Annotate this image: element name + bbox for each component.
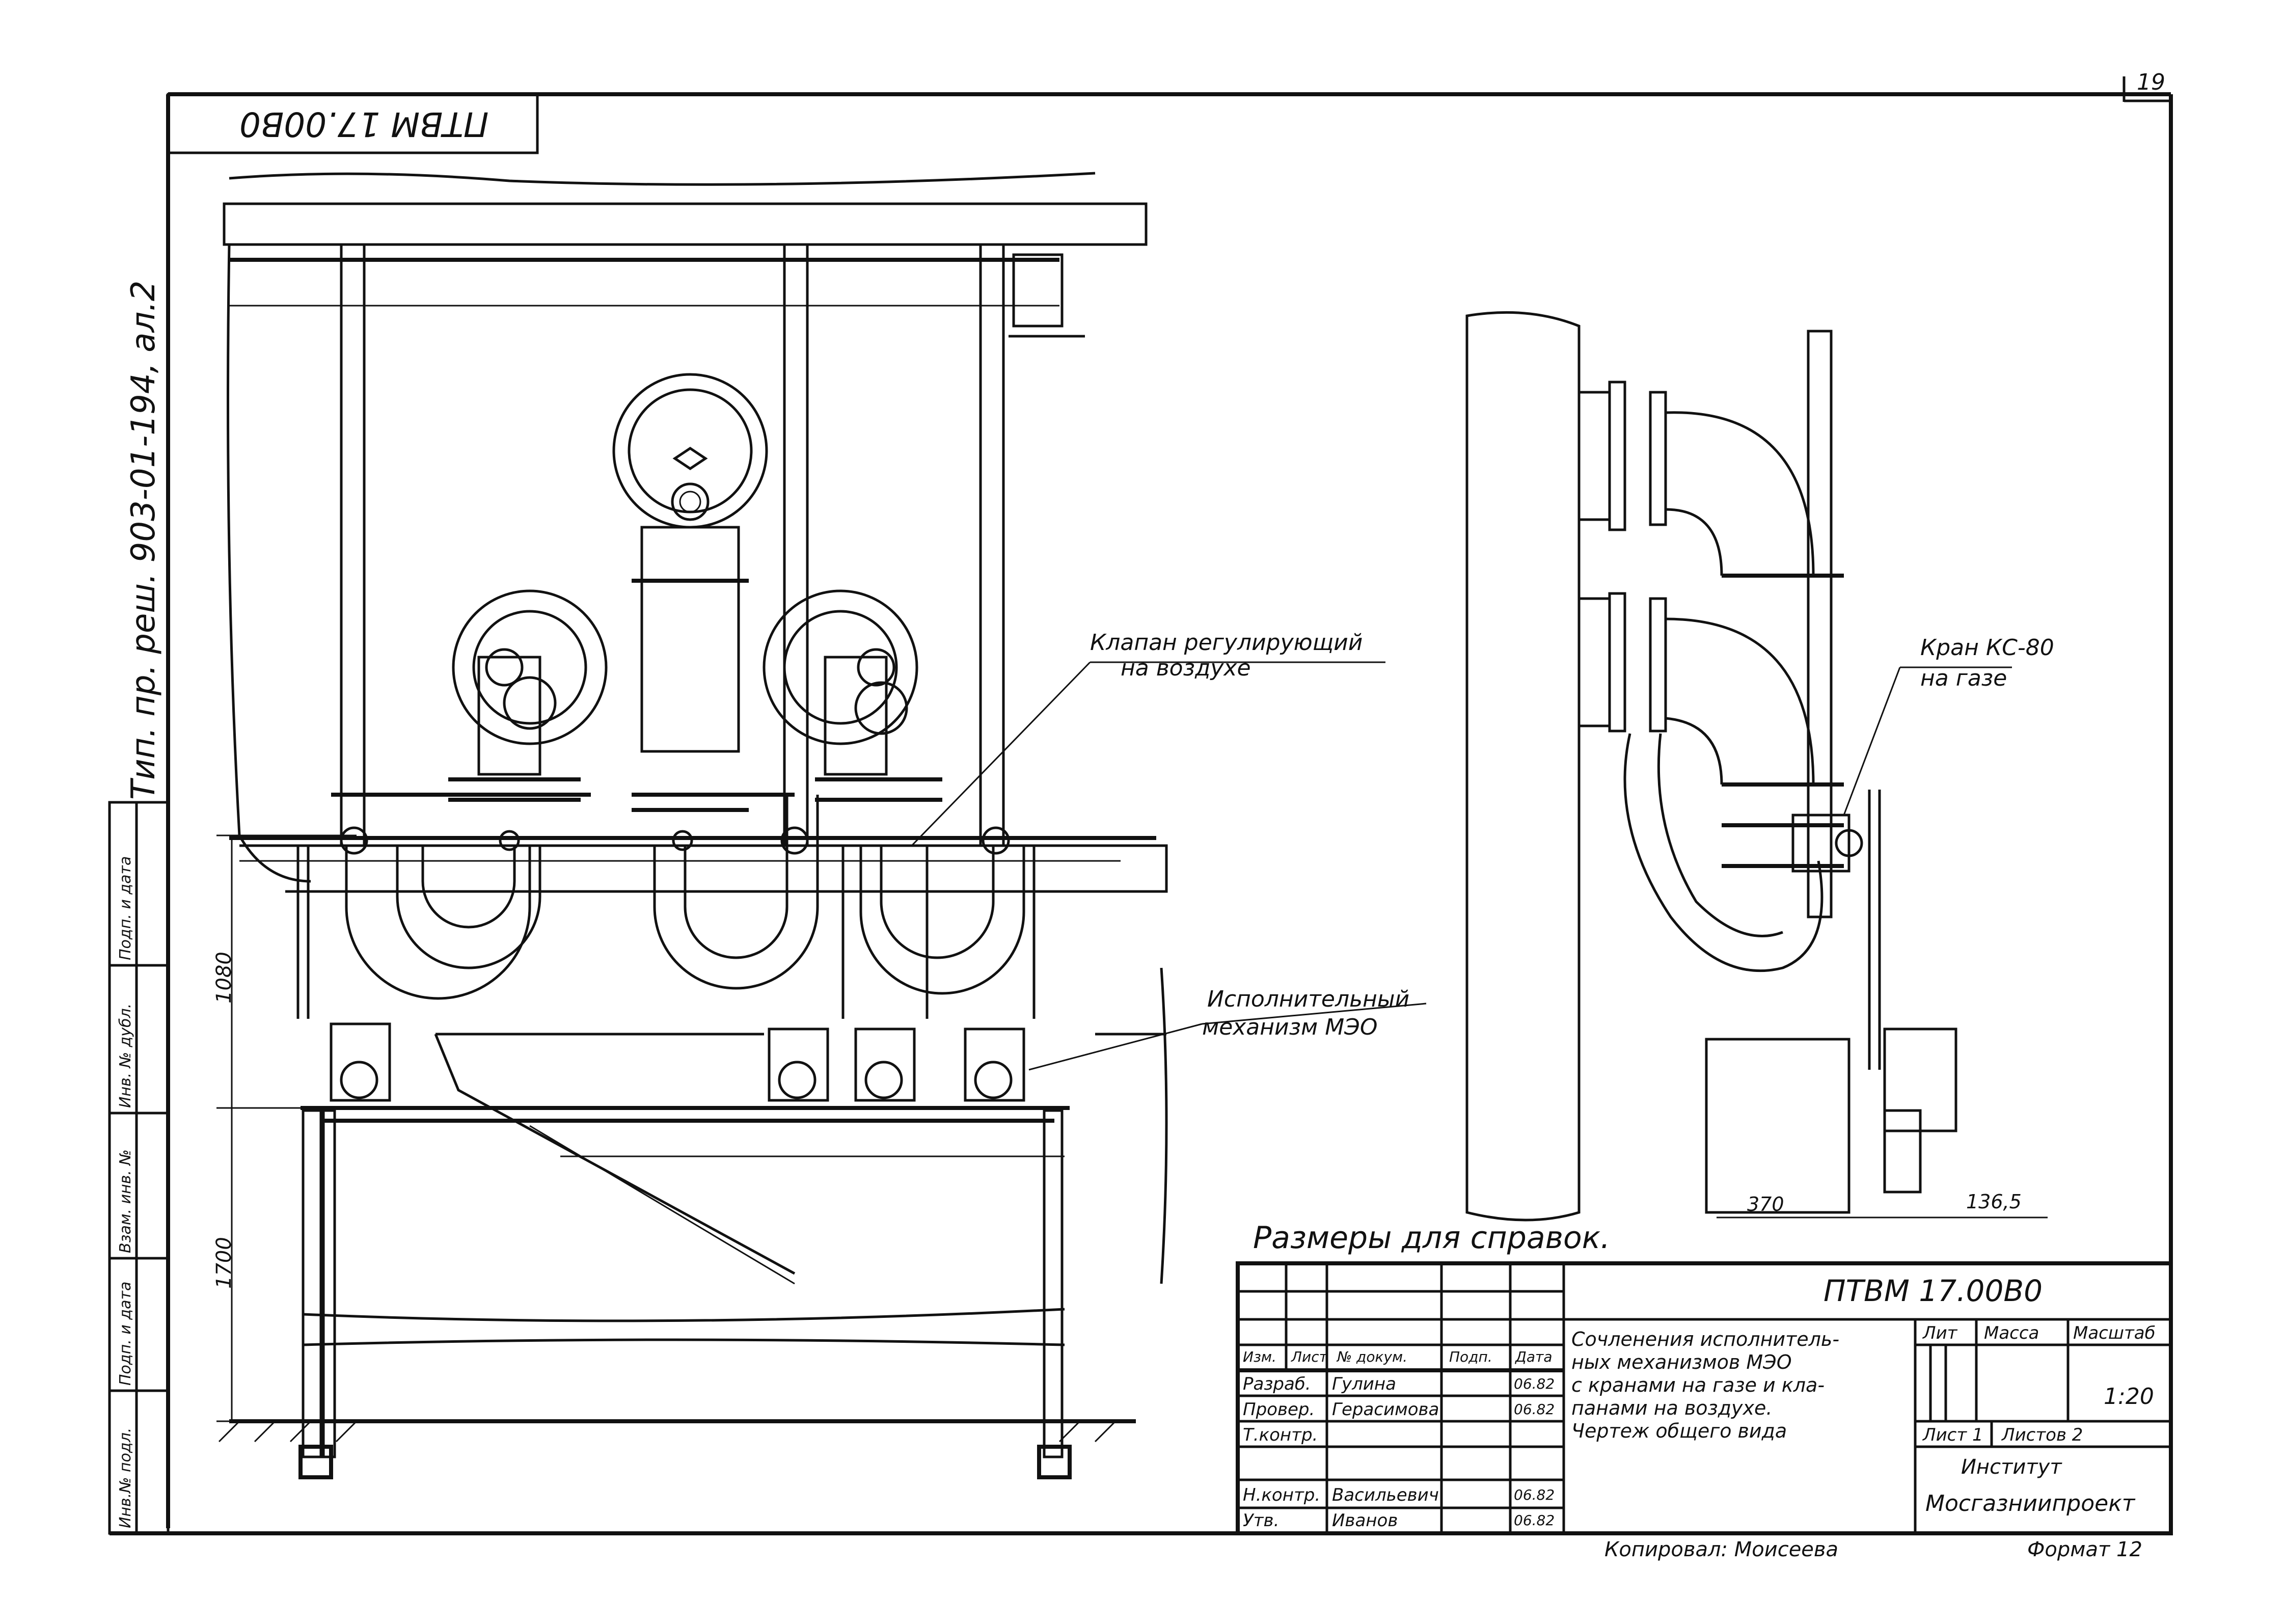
- air-valve-label-line2: на воздухе: [1121, 655, 1251, 681]
- row-date: 06.82: [1514, 1512, 1555, 1529]
- row-name: Герасимова: [1332, 1399, 1439, 1420]
- org-line1: Институт: [1961, 1455, 2062, 1479]
- lit-label: Лит: [1923, 1323, 1957, 1343]
- gas-valve-label: Кран КС-80: [1920, 635, 2054, 661]
- side-stamp-label: Инв.№ подл.: [117, 1427, 134, 1528]
- header-date: Дата: [1515, 1348, 1553, 1365]
- air-valve-label: Клапан регулирующий: [1090, 630, 1363, 656]
- row-name: Гулина: [1332, 1374, 1396, 1394]
- side-stamp-label: Инв. № дубл.: [117, 1003, 134, 1108]
- air-valve-leader: [911, 661, 1091, 847]
- sheet-frame: [110, 76, 2173, 1535]
- reference-note: Размеры для справок.: [1253, 1220, 1611, 1256]
- side-stamp-label: Подп. и дата: [117, 1281, 134, 1386]
- row-date: 06.82: [1514, 1486, 1555, 1503]
- title-line: с кранами на газе и кла-: [1571, 1374, 1825, 1396]
- title-line: Чертеж общего вида: [1571, 1420, 1787, 1442]
- actuator-label-line2: механизм МЭО: [1202, 1014, 1378, 1040]
- side-stamp-label: Подп. и дата: [117, 856, 134, 960]
- row-role: Провер.: [1243, 1399, 1315, 1420]
- sheet-label: Лист 1: [1923, 1425, 1983, 1445]
- copied-by: Копировал: Моисеева: [1604, 1538, 1839, 1561]
- sheets-label: Листов 2: [2002, 1425, 2083, 1445]
- actuator-leader: [1028, 1023, 1203, 1071]
- row-role: Н.контр.: [1243, 1485, 1321, 1505]
- mass-label: Масса: [1984, 1323, 2039, 1343]
- header-sign: Подп.: [1449, 1348, 1492, 1365]
- row-role: Разраб.: [1243, 1374, 1311, 1394]
- page-number: 19: [2137, 69, 2165, 95]
- side-stamp-label: Взам. инв. №: [117, 1149, 134, 1253]
- gas-valve-label-line2: на газе: [1920, 665, 2007, 691]
- corner-code: ПТВМ 17.00В0: [239, 104, 489, 144]
- row-name: Васильевич: [1332, 1485, 1439, 1505]
- header-list: Лист: [1291, 1348, 1327, 1365]
- dimension-side-left: 370: [1747, 1193, 1784, 1215]
- row-role: Т.контр.: [1243, 1425, 1318, 1445]
- row-date: 06.82: [1514, 1401, 1555, 1418]
- scale-value: 1:20: [2104, 1384, 2154, 1410]
- dimension-lower: 1700: [212, 1237, 236, 1289]
- side-typical-solution: Тип. пр. реш. 903-01-194, ал.2: [125, 280, 162, 800]
- side-stamp-frame: [108, 801, 170, 1535]
- dimension-upper: 1080: [212, 952, 236, 1004]
- header-doc: № докум.: [1337, 1348, 1408, 1365]
- front-view: [216, 172, 1168, 1479]
- actuator-label: Исполнительный: [1207, 986, 1410, 1012]
- header-izm: Изм.: [1243, 1348, 1276, 1365]
- org-line2: Мосгазниипроект: [1925, 1491, 2135, 1517]
- row-role: Утв.: [1243, 1510, 1280, 1531]
- duct-leader: [529, 1125, 795, 1285]
- title-block-frame: [1236, 1261, 2173, 1535]
- row-name: Иванов: [1332, 1510, 1398, 1531]
- corner-code-box: [167, 93, 539, 154]
- title-line: ных механизмов МЭО: [1571, 1351, 1792, 1373]
- side-view: [1465, 311, 2048, 1222]
- gas-valve-leader: [1843, 667, 1901, 816]
- sheet-format: Формат 12: [2027, 1538, 2142, 1561]
- dimension-side-right: 136,5: [1966, 1190, 2022, 1213]
- title-line: панами на воздухе.: [1571, 1397, 1773, 1419]
- row-date: 06.82: [1514, 1375, 1555, 1392]
- scale-label: Масштаб: [2073, 1323, 2156, 1343]
- title-line: Сочленения исполнитель-: [1571, 1328, 1840, 1350]
- drawing-designation: ПТВМ 17.00В0: [1824, 1274, 2043, 1308]
